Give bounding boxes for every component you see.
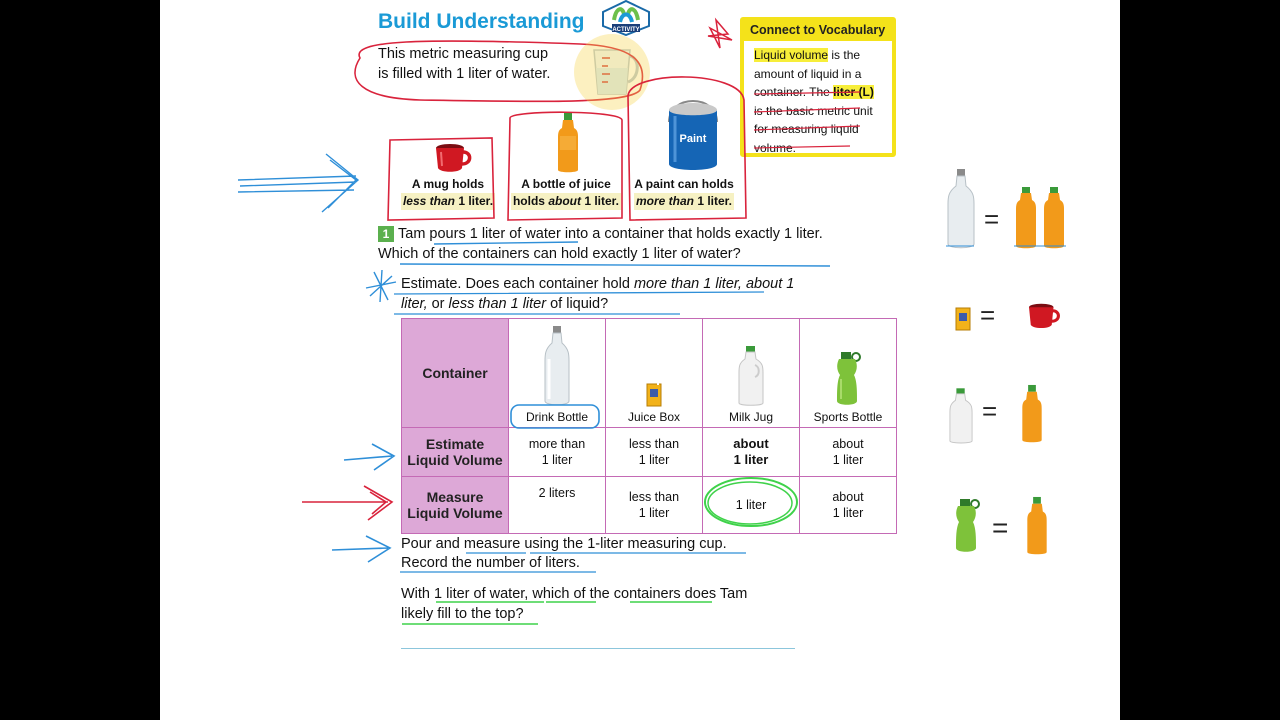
answer-line[interactable] <box>401 648 795 649</box>
juice-box-icon <box>646 381 662 407</box>
side-juice-bottle-2-icon <box>1027 496 1047 555</box>
question-number: 1 <box>378 226 394 242</box>
col-sports-bottle: Sports Bottle <box>799 318 897 428</box>
card-mug-line-1: A mug holds <box>411 177 485 191</box>
col-drink-bottle: Drink Bottle <box>508 318 606 428</box>
col-juice-box: Juice Box <box>605 318 703 428</box>
activity-badge-icon: ACTIVITY <box>602 0 650 36</box>
table-header-row: Container Drink Bottle <box>401 318 897 428</box>
container-name-drink-bottle: Drink Bottle <box>525 410 589 424</box>
side-milk-jug-icon <box>949 388 973 444</box>
card-paint-emphasis: more than <box>635 194 694 208</box>
side-two-juice-bottles-icon <box>1016 187 1064 249</box>
container-name-milk-jug: Milk Jug <box>728 410 773 424</box>
intro-text: This metric measuring cup is filled with… <box>378 44 550 84</box>
side-sports-bottle-icon <box>956 499 980 552</box>
measure-cell-drink-bottle[interactable]: 2 liters <box>508 476 606 534</box>
vocabulary-box: Connect to Vocabulary Liquid volume is t… <box>740 17 896 157</box>
question-1-text: Tam pours 1 liter of water into a contai… <box>378 226 823 262</box>
term-liter: liter (L) <box>833 85 874 99</box>
card-mug-emphasis: less than <box>402 194 455 208</box>
side-equals-3: = <box>982 396 998 426</box>
paint-can-label: Paint <box>680 133 707 145</box>
card-paint-line-1: A paint can holds <box>634 177 734 191</box>
juice-bottle-icon <box>558 113 578 173</box>
pour-instructions: Pour and measure using the 1-liter measu… <box>401 536 727 571</box>
side-equals-4: = <box>992 512 1009 543</box>
sports-bottle-icon <box>837 352 861 405</box>
drink-bottle-icon <box>544 326 570 406</box>
estimate-prompt: Estimate. Does each container hold more … <box>401 276 795 312</box>
side-equals-1: = <box>984 204 1000 234</box>
side-mug-icon <box>1029 303 1060 329</box>
badge-label: ACTIVITY <box>612 27 639 33</box>
measure-row: Measure Liquid Volume 2 liters less than… <box>401 476 897 534</box>
side-drink-bottle-icon <box>947 169 975 249</box>
measure-row-header: Measure Liquid Volume <box>401 476 509 534</box>
milk-jug-icon <box>738 346 764 406</box>
final-question: With 1 liter of water, which of the cont… <box>401 586 748 622</box>
worksheet-page: Build Understanding ACTIVITY This metric… <box>160 0 1120 720</box>
term-liquid-volume: Liquid volume <box>754 48 829 62</box>
vocabulary-heading: Connect to Vocabulary <box>744 21 892 41</box>
definition-text-2: is the basic metric unit for measuring l… <box>754 103 873 155</box>
page-title: Build Understanding <box>378 10 585 33</box>
card-juice-emphasis: about <box>548 194 581 208</box>
paint-can-icon: Paint <box>668 100 718 170</box>
side-juice-box-icon <box>955 307 971 331</box>
col-milk-jug: Milk Jug <box>702 318 800 428</box>
intro-line-1: This metric measuring cup <box>378 46 549 62</box>
measure-cell-milk-jug[interactable]: 1 liter <box>702 476 800 534</box>
intro-line-2: is filled with 1 liter of water. <box>378 66 551 82</box>
card-juice-line-1: A bottle of juice <box>521 177 611 191</box>
side-juice-bottle-icon <box>1022 384 1042 443</box>
container-name-juice-box: Juice Box <box>627 410 681 424</box>
container-header: Container <box>401 318 509 428</box>
mug-icon <box>436 144 472 172</box>
estimate-row-header: Estimate Liquid Volume <box>401 427 509 477</box>
container-name-sports-bottle: Sports Bottle <box>813 410 883 424</box>
measuring-cup-icon <box>593 49 639 95</box>
estimate-label: Estimate. <box>401 276 462 292</box>
liquid-volume-table: Container Drink Bottle <box>401 318 897 534</box>
side-equals-2: = <box>980 300 996 330</box>
vocabulary-definition: Liquid volume is the amount of liquid in… <box>744 41 892 162</box>
